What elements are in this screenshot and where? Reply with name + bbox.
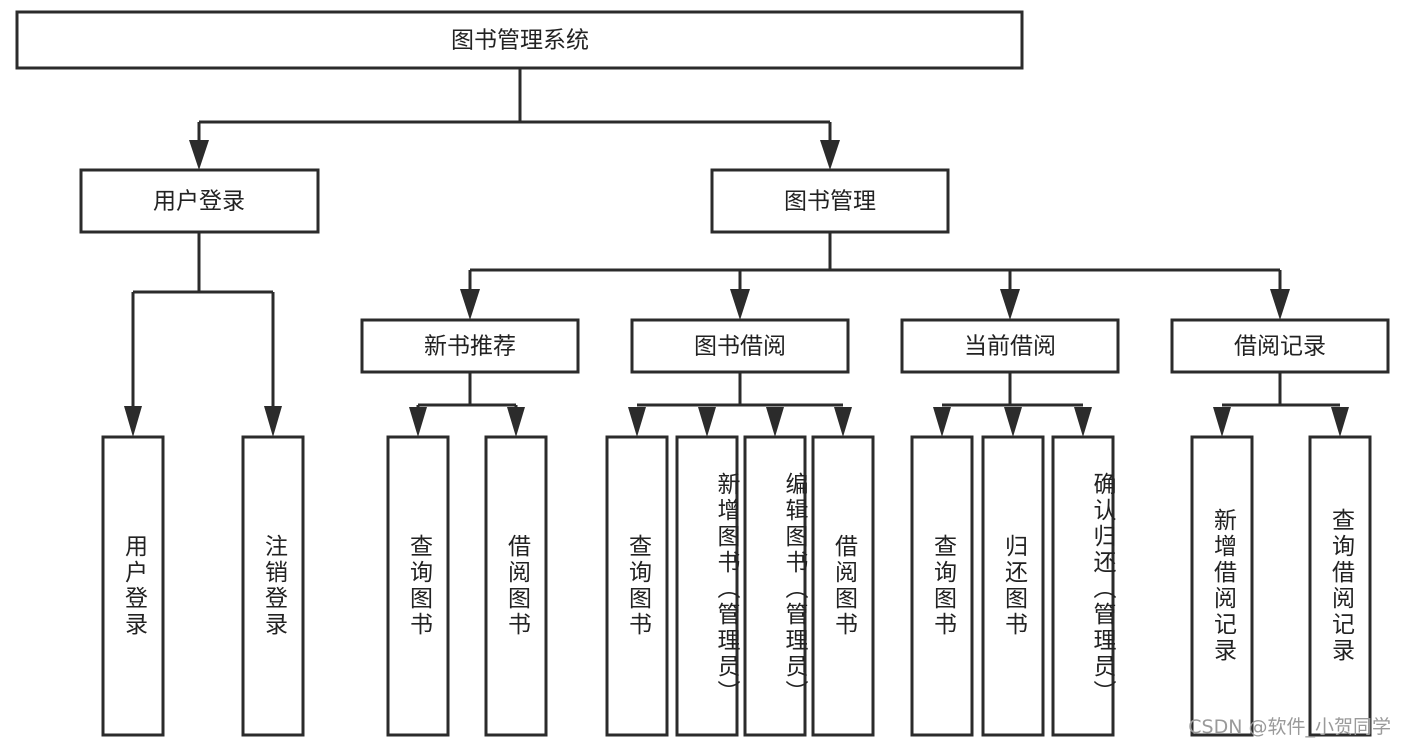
- arrow-bookmgmt-to-newbook: [460, 289, 480, 320]
- arrow-bookmgmt-to-records: [1270, 289, 1290, 320]
- leaf-box-logout[interactable]: [241, 435, 305, 737]
- leaf-box-query-book-new[interactable]: [386, 435, 450, 737]
- connector-group-current-borrow: [933, 372, 1092, 437]
- leaf-box-confirm-return-admin[interactable]: [1051, 435, 1115, 737]
- node-new-book-recommend-label: 新书推荐: [424, 334, 516, 360]
- node-current-borrow-box[interactable]: [900, 318, 1120, 374]
- node-root-box[interactable]: [15, 10, 1024, 70]
- connector-group-book-mgmt: [460, 232, 1290, 320]
- node-book-management-box[interactable]: [710, 168, 950, 234]
- node-book-management[interactable]: 图书管理: [710, 168, 950, 234]
- arrow-current-leaf-1: [933, 407, 951, 437]
- node-current-borrow-label: 当前借阅: [964, 334, 1056, 360]
- connector-group-root: [189, 68, 840, 170]
- arrow-current-leaf-2: [1004, 407, 1022, 437]
- leaf-box-query-borrow-record[interactable]: [1308, 435, 1372, 737]
- connector-group-records: [1213, 372, 1349, 437]
- node-user-login-box[interactable]: [79, 168, 320, 234]
- node-borrow-records-label: 借阅记录: [1234, 334, 1326, 360]
- connector-group-new-book: [409, 372, 525, 437]
- node-user-login[interactable]: 用户登录: [79, 168, 320, 234]
- node-new-book-recommend-box[interactable]: [360, 318, 580, 374]
- node-user-login-label: 用户登录: [153, 189, 245, 215]
- arrow-newbook-leaf-2: [507, 407, 525, 437]
- arrow-borrow-leaf-4: [834, 407, 852, 437]
- node-book-borrow-label: 图书借阅: [694, 334, 786, 360]
- leaf-box-return-book[interactable]: [981, 435, 1045, 737]
- node-book-borrow-box[interactable]: [630, 318, 850, 374]
- node-book-borrow[interactable]: 图书借阅: [630, 318, 850, 374]
- node-borrow-records[interactable]: 借阅记录: [1170, 318, 1390, 374]
- arrow-root-to-user-login: [189, 140, 209, 170]
- node-current-borrow[interactable]: 当前借阅: [900, 318, 1120, 374]
- arrow-userlogin-leaf-1: [124, 406, 142, 437]
- arrow-records-leaf-1: [1213, 407, 1231, 437]
- arrow-borrow-leaf-1: [628, 407, 646, 437]
- node-book-management-label: 图书管理: [784, 189, 876, 215]
- watermark-text: CSDN @软件_小贺同学: [1188, 716, 1391, 738]
- leaf-box-edit-book-admin[interactable]: [743, 435, 807, 737]
- arrow-newbook-leaf-1: [409, 407, 427, 437]
- arrow-borrow-leaf-3: [766, 407, 784, 437]
- leaf-box-user-login[interactable]: [101, 435, 165, 737]
- leaf-box-query-book-current[interactable]: [910, 435, 974, 737]
- connector-group-borrow: [628, 372, 852, 437]
- leaf-box-add-book-admin[interactable]: [675, 435, 739, 737]
- arrow-bookmgmt-to-current: [1000, 289, 1020, 320]
- node-new-book-recommend[interactable]: 新书推荐: [360, 318, 580, 374]
- leaf-boxes: [101, 435, 1372, 737]
- arrow-borrow-leaf-2: [698, 407, 716, 437]
- arrow-root-to-book-mgmt: [820, 140, 840, 170]
- arrow-records-leaf-2: [1331, 407, 1349, 437]
- arrow-bookmgmt-to-borrow: [730, 289, 750, 320]
- arrow-current-leaf-3: [1074, 407, 1092, 437]
- node-borrow-records-box[interactable]: [1170, 318, 1390, 374]
- node-root[interactable]: 图书管理系统: [15, 10, 1024, 70]
- leaf-box-query-book-borrow[interactable]: [605, 435, 669, 737]
- node-root-label: 图书管理系统: [451, 28, 589, 54]
- leaf-box-borrow-book[interactable]: [811, 435, 875, 737]
- connector-group-user-login: [124, 232, 282, 437]
- arrow-userlogin-leaf-2: [264, 406, 282, 437]
- leaf-box-borrow-book-new[interactable]: [484, 435, 548, 737]
- leaf-box-add-borrow-record[interactable]: [1190, 435, 1254, 737]
